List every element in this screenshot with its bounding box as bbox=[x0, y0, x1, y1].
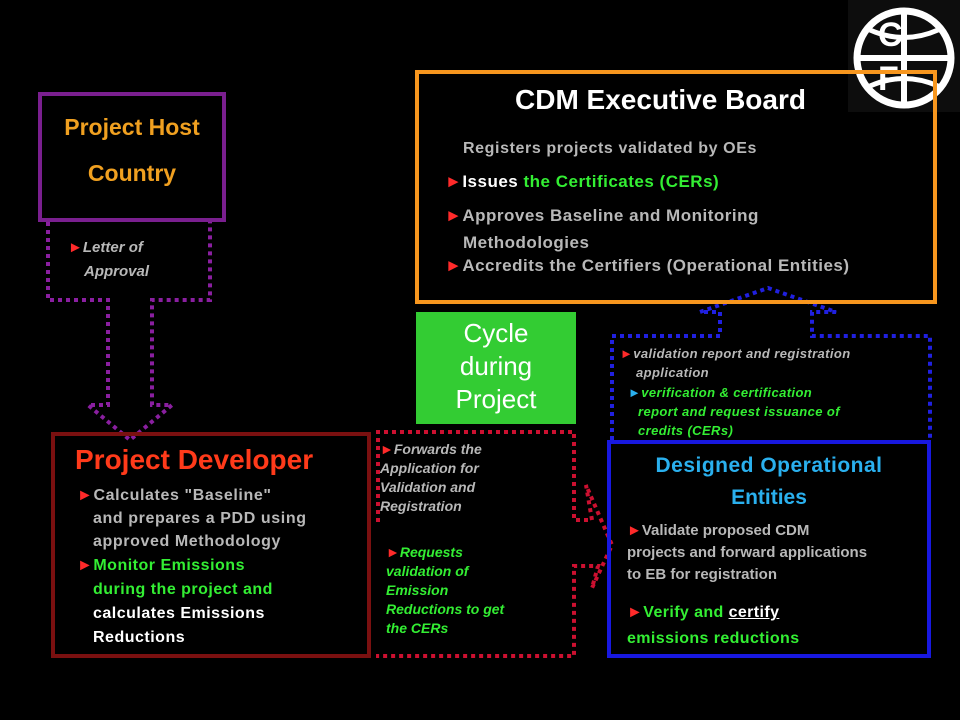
cycle-line2: during bbox=[459, 351, 533, 381]
calc-line2: and prepares a PDD using bbox=[93, 510, 307, 527]
doe-validate: ►Validate proposed CDM projects and forw… bbox=[627, 520, 867, 586]
requests-validation-text: ►Requests validation of Emission Reducti… bbox=[386, 543, 504, 638]
monitor-line1: Monitor Emissions bbox=[93, 557, 245, 574]
developer-title: Project Developer bbox=[75, 444, 314, 475]
arrow-glyph: ► bbox=[627, 604, 644, 621]
doe-title-line1: Designed Operational bbox=[655, 454, 883, 477]
verification-note-line3: credits (CERs) bbox=[638, 423, 734, 438]
forwards-line2: Application for bbox=[380, 460, 479, 476]
arrow-glyph: ► bbox=[445, 206, 463, 225]
forwards-line4: Registration bbox=[380, 498, 462, 514]
requests-line5: the CERs bbox=[386, 620, 449, 636]
doe-to-board-arrow bbox=[610, 285, 932, 440]
verify-certify-word: certify bbox=[728, 604, 780, 621]
doe-verification-note: ►verification & certification report and… bbox=[628, 383, 840, 440]
doe-box: Designed Operational Entities ►Validate … bbox=[607, 440, 931, 658]
arrow-glyph: ► bbox=[620, 346, 634, 361]
doe-title-line2: Entities bbox=[731, 486, 807, 509]
developer-monitor: ►Monitor Emissions during the project an… bbox=[77, 554, 273, 650]
board-accredits-text: Accredits the Certifiers (Operational En… bbox=[462, 256, 850, 275]
doe-validation-note: ►validation report and registration appl… bbox=[620, 344, 851, 382]
cycle-during-project-box: Cycle during Project bbox=[416, 312, 576, 424]
monitor-line4: Reductions bbox=[93, 629, 186, 646]
board-approves: ►Approves Baseline and Monitoring Method… bbox=[445, 202, 759, 256]
arrow-glyph: ► bbox=[445, 172, 463, 191]
forwards-application-text: ►Forwards the Application for Validation… bbox=[380, 440, 482, 516]
verification-note-line1: verification & certification bbox=[641, 385, 813, 400]
board-registers: Registers projects validated by OEs bbox=[463, 140, 757, 157]
host-title-line2: Country bbox=[87, 160, 177, 186]
logo-letter-f: F bbox=[878, 60, 899, 98]
verification-note-line2: report and request issuance of bbox=[638, 404, 840, 419]
validate-line2: projects and forward applications bbox=[627, 544, 868, 561]
requests-line3: Emission bbox=[386, 582, 449, 598]
cdm-executive-board-box: CDM Executive Board Registers projects v… bbox=[415, 70, 937, 304]
validate-line1: Validate proposed CDM bbox=[641, 522, 810, 539]
arrow-glyph: ► bbox=[628, 385, 642, 400]
letter-of-approval-line2: Approval bbox=[84, 263, 150, 280]
doe-verify: ►Verify and certify emissions reductions bbox=[627, 600, 800, 652]
cycle-line1: Cycle bbox=[463, 318, 529, 348]
monitor-line3: calculates Emissions bbox=[93, 605, 265, 622]
forwards-line3: Validation and bbox=[380, 479, 476, 495]
developer-to-doe-arrow bbox=[376, 430, 615, 658]
arrow-glyph: ► bbox=[77, 487, 94, 504]
validation-note-line1: validation report and registration bbox=[633, 346, 851, 361]
arrow-glyph: ► bbox=[380, 441, 394, 457]
project-host-box: Project Host Country bbox=[38, 92, 226, 222]
forwards-line1: Forwards the bbox=[393, 441, 482, 457]
board-approves-line1: Approves Baseline and Monitoring bbox=[462, 206, 759, 225]
letter-of-approval-line1: Letter of bbox=[82, 239, 143, 256]
requests-line4: Reductions to get bbox=[386, 601, 505, 617]
verify-line2: emissions reductions bbox=[627, 630, 800, 647]
arrow-glyph: ► bbox=[77, 557, 94, 574]
requests-line1: Requests bbox=[399, 544, 463, 560]
cf-logo: C F bbox=[848, 0, 960, 112]
logo-letter-c: C bbox=[878, 16, 903, 54]
globe-icon bbox=[853, 7, 955, 109]
host-title-line1: Project Host bbox=[64, 114, 200, 140]
board-approves-line2: Methodologies bbox=[463, 233, 590, 252]
board-issues: ►Issues the Certificates (CERs) bbox=[445, 172, 719, 192]
letter-of-approval: ►Letter of Approval bbox=[68, 236, 149, 284]
arrow-glyph: ► bbox=[386, 544, 400, 560]
board-accredits: ►Accredits the Certifiers (Operational E… bbox=[445, 256, 850, 276]
project-developer-box: Project Developer ►Calculates "Baseline"… bbox=[51, 432, 371, 658]
developer-calculates: ►Calculates "Baseline" and prepares a PD… bbox=[77, 484, 307, 553]
calc-line1: Calculates "Baseline" bbox=[93, 487, 272, 504]
validation-note-line2: application bbox=[636, 365, 710, 380]
board-title: CDM Executive Board bbox=[515, 84, 806, 115]
arrow-glyph: ► bbox=[445, 256, 463, 275]
calc-line3: approved Methodology bbox=[93, 533, 281, 550]
board-issues-rest: the Certificates (CERs) bbox=[518, 172, 720, 191]
verify-prefix: Verify and bbox=[643, 604, 729, 621]
arrow-glyph: ► bbox=[68, 239, 83, 256]
board-issues-word: Issues bbox=[462, 172, 519, 191]
validate-line3: to EB for registration bbox=[627, 566, 778, 583]
requests-line2: validation of bbox=[386, 563, 469, 579]
monitor-line2: during the project and bbox=[93, 581, 273, 598]
arrow-glyph: ► bbox=[627, 522, 642, 539]
cycle-line3: Project bbox=[455, 384, 537, 414]
